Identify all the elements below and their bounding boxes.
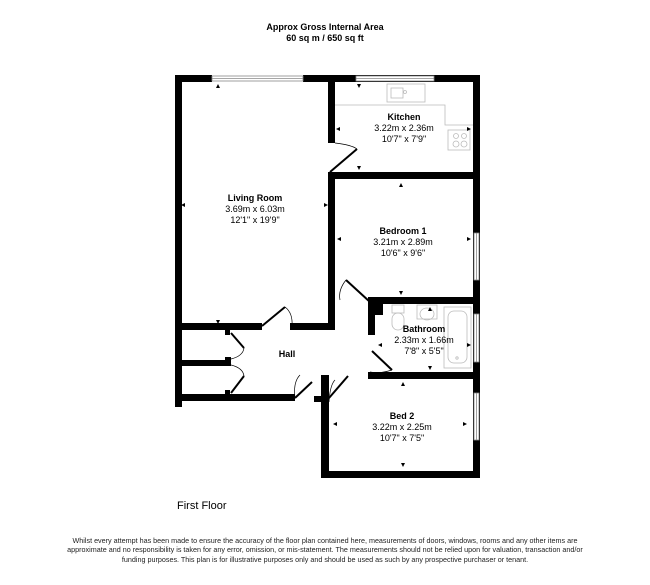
- door-swings: [230, 142, 393, 403]
- room-bathroom: Bathroom 2.33m x 1.66m 7'8" x 5'5": [364, 324, 484, 357]
- room-bed-2: Bed 2 3.22m x 2.25m 10'7" x 7'5": [342, 411, 462, 444]
- room-metric: 3.69m x 6.03m: [225, 204, 285, 214]
- room-kitchen: Kitchen 3.22m x 2.36m 10'7" x 7'9": [344, 112, 464, 145]
- area-header: Approx Gross Internal Area 60 sq m / 650…: [0, 22, 650, 44]
- windows: [211, 75, 480, 441]
- room-bedroom-1: Bedroom 1 3.21m x 2.89m 10'6" x 9'6": [343, 226, 463, 259]
- room-metric: 3.22m x 2.36m: [374, 123, 434, 133]
- room-imperial: 10'7" x 7'5": [379, 433, 425, 443]
- area-title: Approx Gross Internal Area: [266, 22, 384, 32]
- room-imperial: 7'8" x 5'5": [404, 346, 444, 356]
- doors: [230, 148, 393, 399]
- room-name: Bed 2: [389, 411, 415, 421]
- room-name: Kitchen: [387, 112, 421, 122]
- bathroom-fixtures: [391, 304, 472, 369]
- dimension-arrows: [181, 84, 471, 467]
- room-metric: 3.22m x 2.25m: [372, 422, 432, 432]
- room-name: Hall: [278, 349, 296, 359]
- room-name: Bedroom 1: [379, 226, 427, 236]
- room-imperial: 10'6" x 9'6": [380, 248, 426, 258]
- room-living-room: Living Room 3.69m x 6.03m 12'1" x 19'9": [195, 193, 315, 226]
- room-imperial: 12'1" x 19'9": [230, 215, 280, 225]
- disclaimer: Whilst every attempt has been made to en…: [67, 536, 583, 564]
- room-name: Bathroom: [402, 324, 446, 334]
- room-metric: 2.33m x 1.66m: [394, 335, 454, 345]
- room-metric: 3.21m x 2.89m: [373, 237, 433, 247]
- area-value: 60 sq m / 650 sq ft: [286, 33, 364, 43]
- room-imperial: 10'7" x 7'9": [381, 134, 427, 144]
- room-hall: Hall: [227, 349, 347, 360]
- kitchen-fixtures: [335, 83, 473, 151]
- floor-label: First Floor: [177, 500, 227, 512]
- room-name: Living Room: [227, 193, 283, 203]
